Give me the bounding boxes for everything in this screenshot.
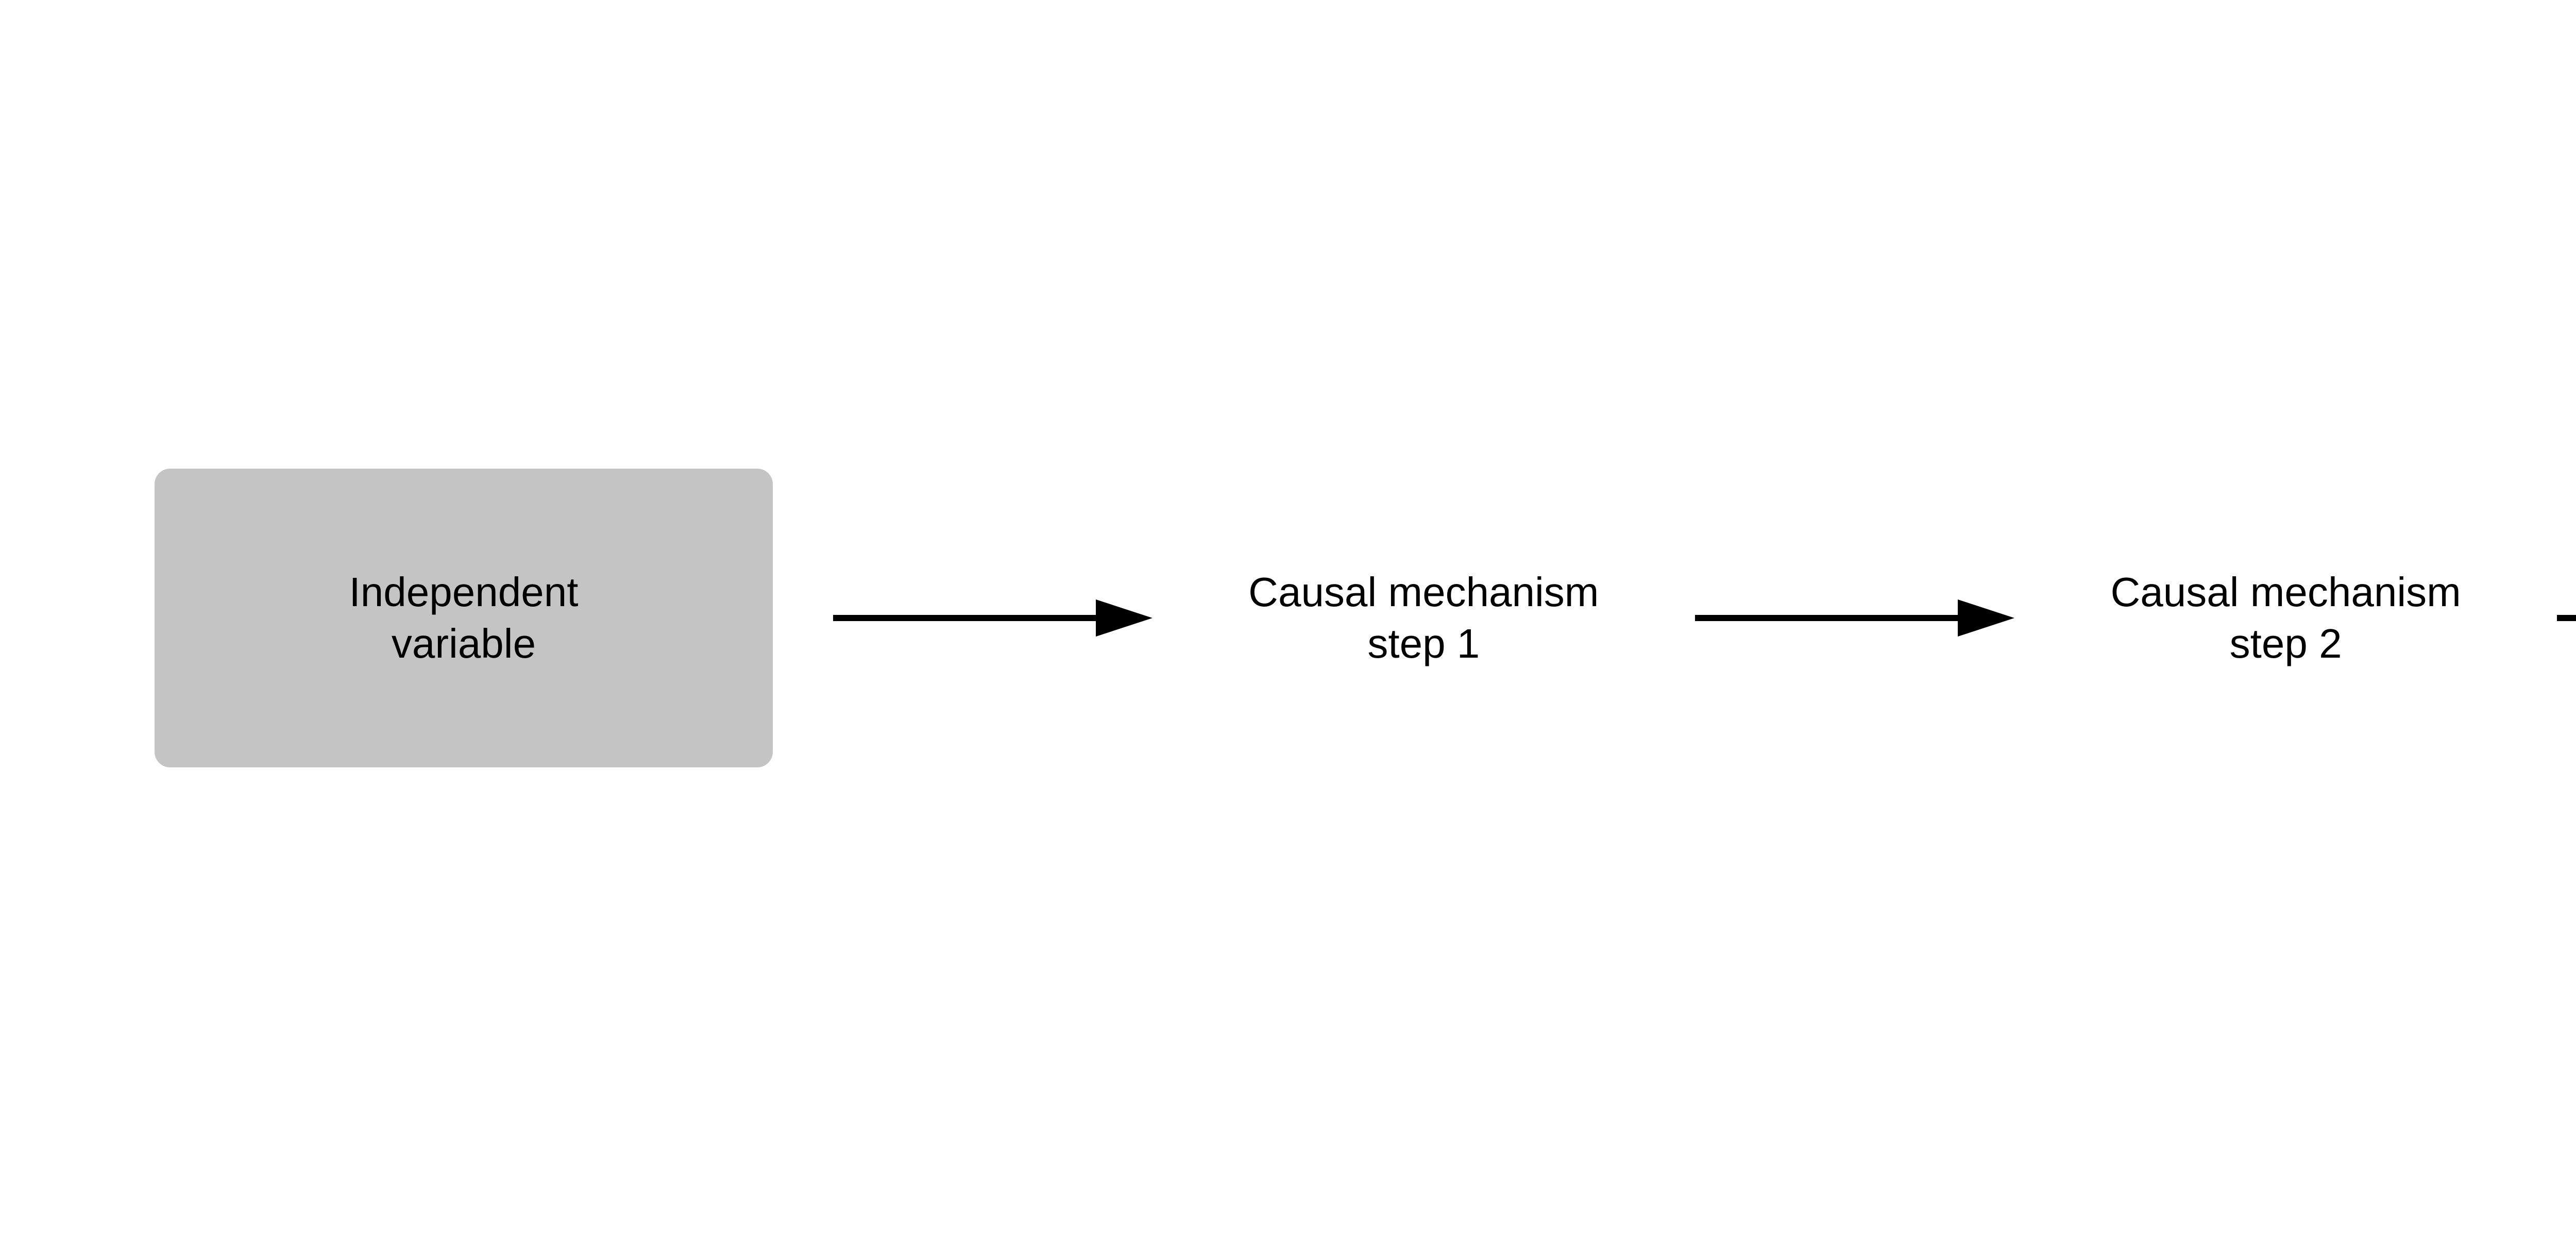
causal-mechanism-step-1-label: Causal mechanism step 1 (1248, 569, 1599, 666)
causal-mechanism-step-1: Causal mechanism step 1 (1212, 566, 1635, 670)
independent-variable-label: Independent variable (349, 569, 579, 666)
independent-variable-box: Independent variable (155, 469, 773, 767)
arrow-right-icon (1694, 592, 2014, 644)
arrow-right-icon (2557, 592, 2576, 644)
causal-mechanism-step-2-label: Causal mechanism step 2 (2110, 569, 2461, 666)
arrow-right-icon (833, 592, 1153, 644)
causal-mechanism-step-2: Causal mechanism step 2 (2075, 566, 2497, 670)
